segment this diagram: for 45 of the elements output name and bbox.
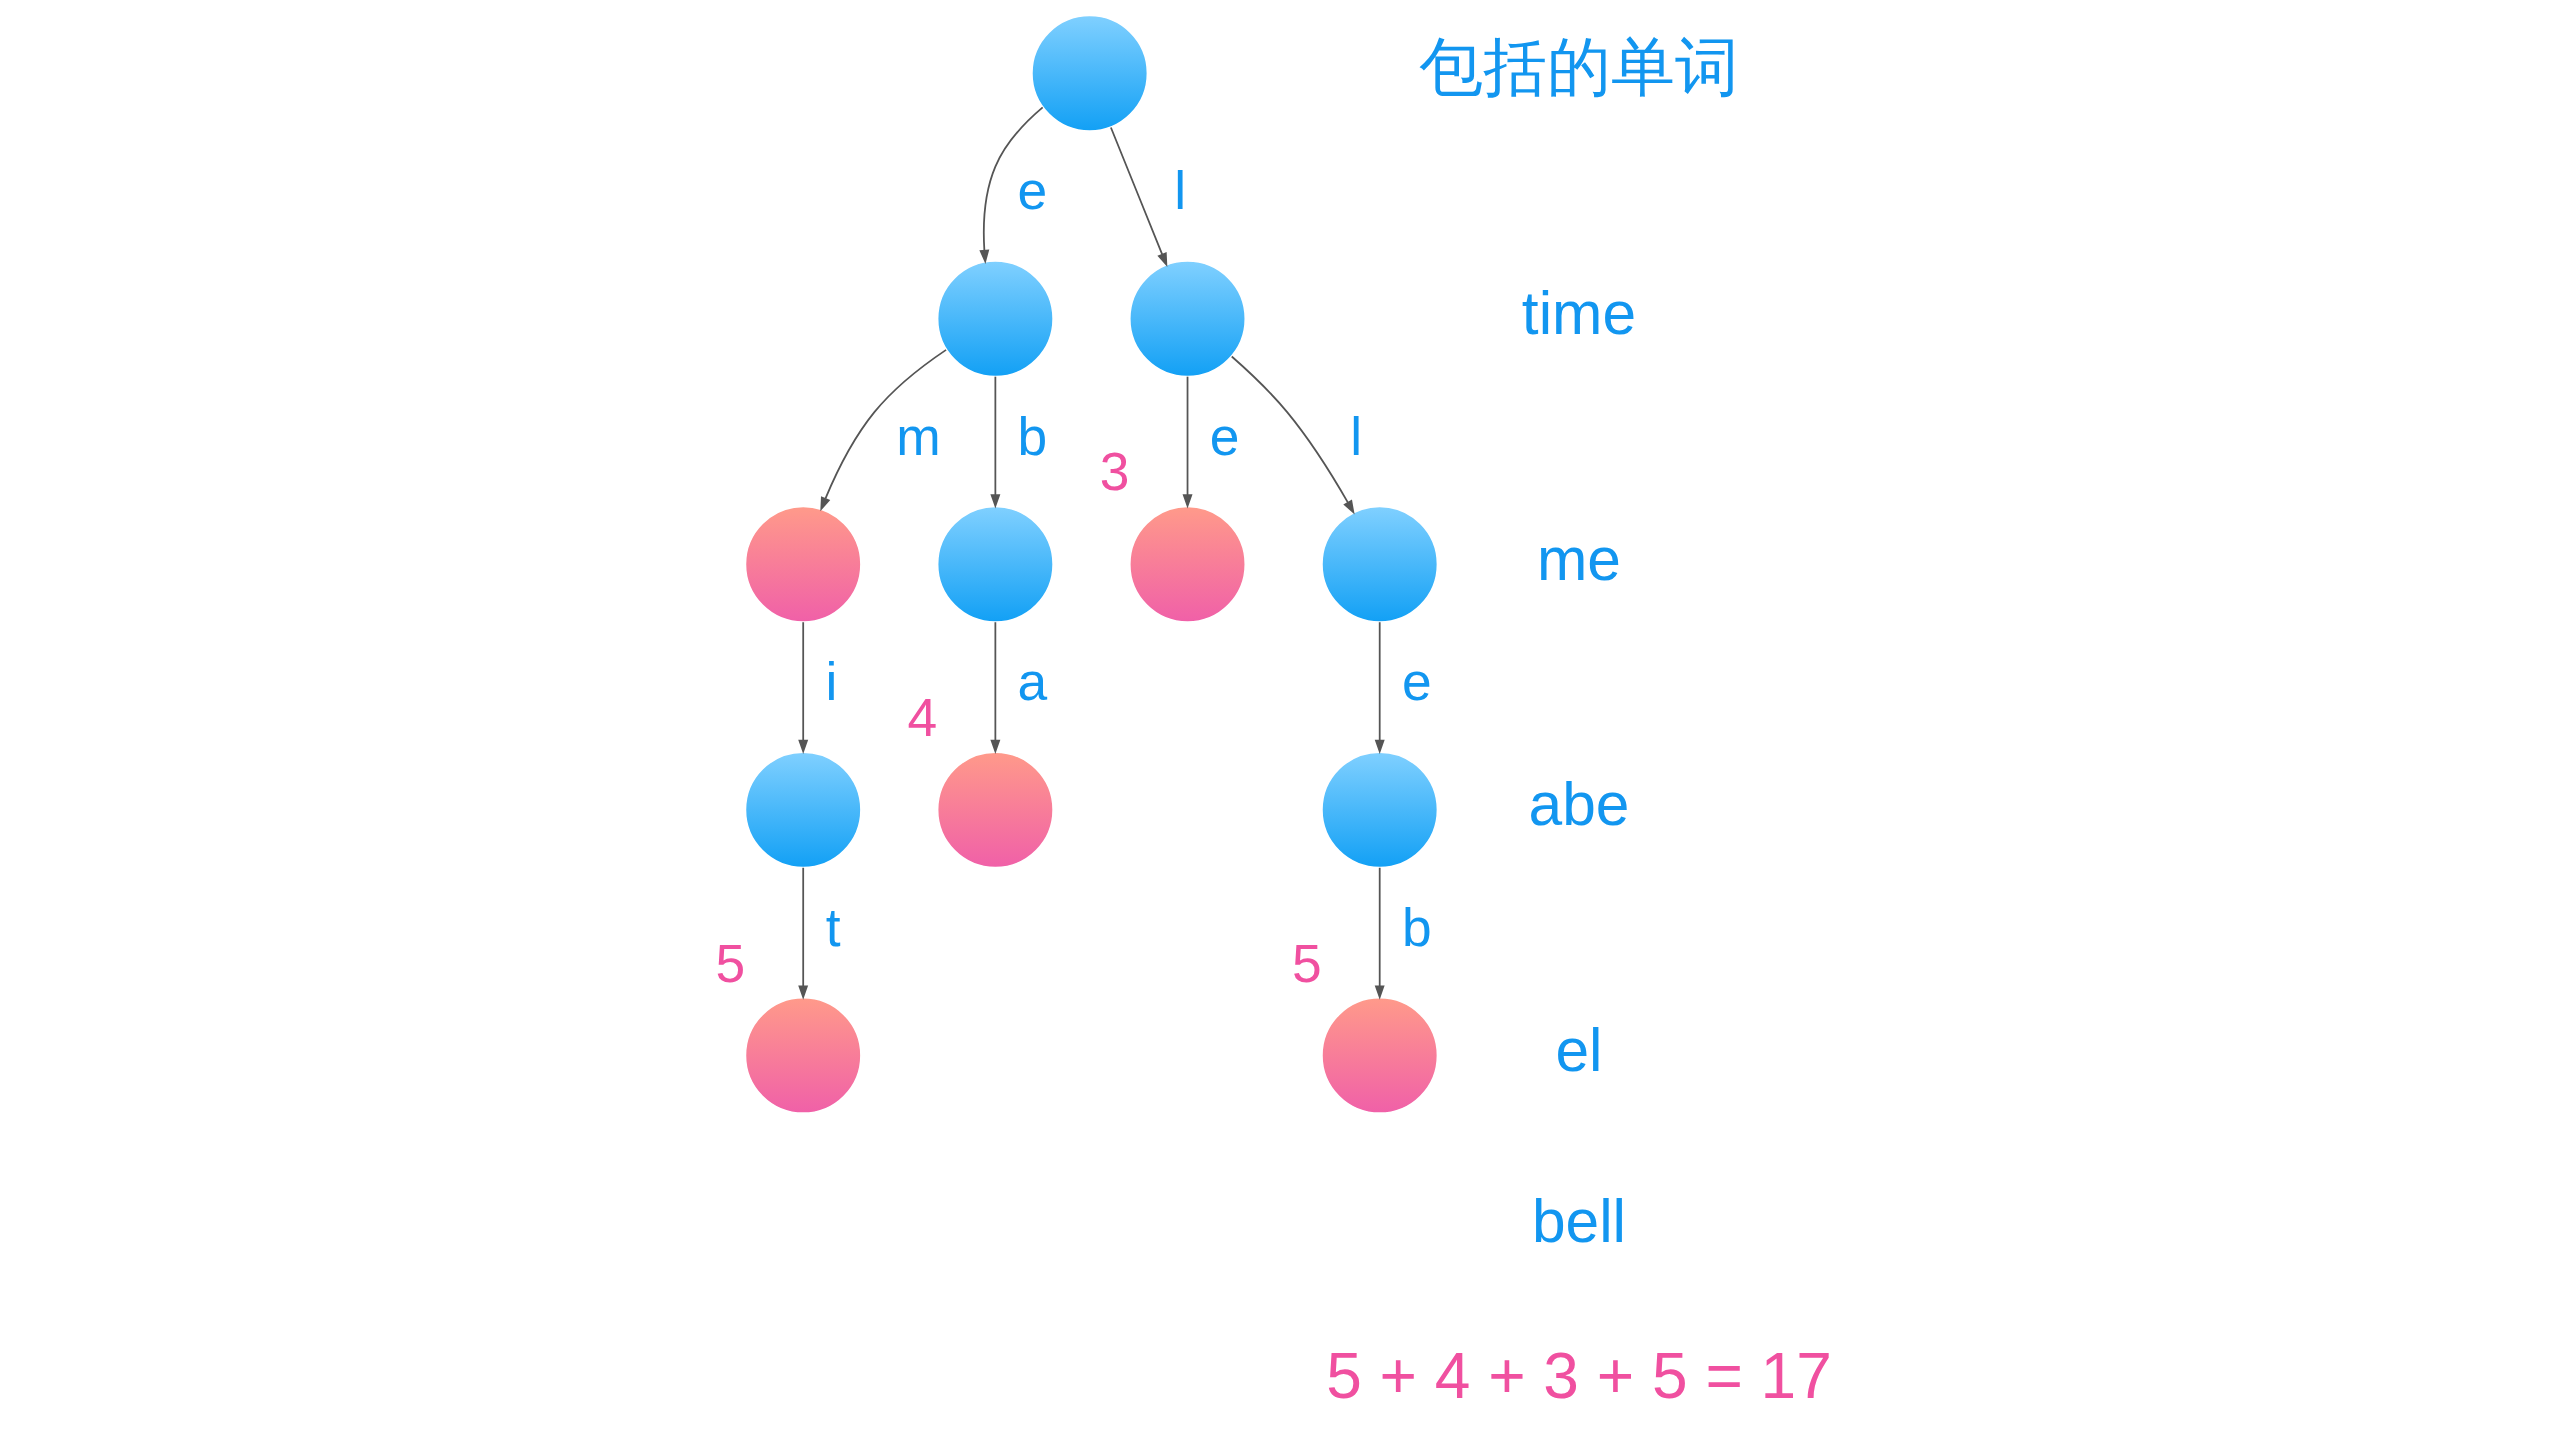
label: abe bbox=[1528, 770, 1629, 839]
label: el bbox=[1554, 1015, 1603, 1084]
arrow bbox=[797, 621, 808, 755]
node-circle bbox=[936, 505, 1054, 624]
arrow bbox=[1374, 866, 1385, 1000]
label: time bbox=[1521, 279, 1636, 348]
arrow bbox=[1109, 126, 1167, 268]
label: 包括的单词 bbox=[1418, 30, 1739, 103]
node-label: 3 bbox=[1099, 442, 1129, 502]
node-circle bbox=[936, 260, 1054, 378]
edge-label: i bbox=[824, 652, 837, 712]
edge-label: t bbox=[825, 897, 841, 957]
edge-label: l bbox=[1349, 406, 1362, 466]
arrow bbox=[978, 106, 1044, 264]
node-circle bbox=[744, 996, 862, 1115]
node-circle bbox=[744, 505, 862, 624]
node-circle bbox=[1128, 260, 1246, 378]
node-circle bbox=[1320, 996, 1438, 1115]
arrow bbox=[797, 866, 808, 1000]
edge-label: l bbox=[1173, 161, 1186, 221]
edge-label: e bbox=[1017, 161, 1047, 221]
arrow bbox=[1374, 621, 1385, 755]
node-circle bbox=[1030, 14, 1148, 132]
node-label: 4 bbox=[907, 688, 937, 748]
arrow bbox=[989, 375, 1000, 509]
edge-label: e bbox=[1401, 652, 1432, 712]
label: bell bbox=[1531, 1186, 1626, 1255]
arrow bbox=[819, 348, 947, 512]
edge-label: m bbox=[895, 406, 941, 466]
node-circle bbox=[936, 751, 1054, 869]
node-label: 5 bbox=[1291, 933, 1322, 993]
edge-label: b bbox=[1401, 897, 1432, 957]
arrow bbox=[989, 621, 1000, 755]
edge-label: e bbox=[1209, 406, 1239, 466]
node-circle bbox=[1320, 751, 1438, 869]
node-circle bbox=[1128, 505, 1246, 624]
node-circle bbox=[1320, 505, 1438, 624]
node-circle bbox=[744, 751, 862, 869]
edge-label: b bbox=[1017, 406, 1047, 466]
arrow bbox=[1230, 355, 1355, 515]
node-label: 5 bbox=[714, 933, 745, 993]
arrow bbox=[1182, 375, 1193, 509]
label: me bbox=[1536, 524, 1621, 593]
edge-label: a bbox=[1017, 652, 1047, 712]
label: 5 + 4 + 3 + 5 = 17 bbox=[1325, 1339, 1832, 1412]
